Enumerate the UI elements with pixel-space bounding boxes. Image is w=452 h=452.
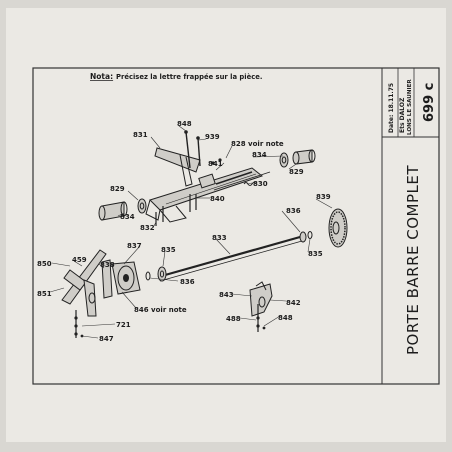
washer-835-mid-shape (157, 266, 167, 282)
leader-lines (49, 125, 333, 339)
screws-832-shape (155, 206, 164, 226)
label-721: 721 (116, 321, 131, 329)
axle-833-shape (157, 235, 303, 282)
gearbox-837-shape (111, 261, 141, 295)
label-488: 488 (226, 315, 241, 323)
label-834-left: 834 (120, 213, 135, 221)
washer-836-right-shape (299, 231, 307, 243)
note-label: Nota: (90, 72, 113, 81)
label-846: 846 voir note (134, 306, 187, 314)
label-833: 833 (212, 234, 227, 242)
label-843: 843 (219, 291, 234, 299)
title-date: Date: 18.11.75 (388, 83, 395, 133)
rod-841-shape (213, 171, 271, 191)
label-848-bottom: 848 (278, 314, 293, 322)
label-848-top: 848 (177, 120, 192, 128)
label-839: 839 (316, 193, 331, 201)
bracket-843-842-shape (249, 281, 273, 332)
label-832: 832 (140, 224, 155, 232)
label-834-top: 834 (252, 151, 267, 159)
washer-835-mid-hole (159, 270, 165, 278)
label-847: 847 (99, 335, 114, 343)
label-850: 850 (37, 260, 52, 268)
label-838: 838 (100, 261, 115, 269)
title-city: LONS LE SAUNIER (407, 79, 413, 135)
spring-830-shape (243, 182, 257, 186)
drawing-frame (32, 67, 440, 385)
hub-829-right-shape (292, 149, 316, 165)
label-837: 837 (127, 242, 142, 250)
label-830: 830 (253, 180, 268, 188)
plate-838-shape (101, 259, 113, 299)
label-459: 459 (72, 256, 87, 264)
note-text: Précisez la lettre frappée sur la pièce. (116, 73, 262, 81)
bearing-834-top-shape (279, 152, 289, 168)
label-851: 851 (37, 290, 52, 298)
washer-836-mid-shape (145, 271, 151, 281)
gear-839-shape (328, 208, 348, 248)
label-835-mid: 835 (161, 246, 176, 254)
label-939: 939 (205, 133, 220, 141)
pins-840-shape (189, 194, 197, 212)
paper-sheet (6, 8, 446, 442)
label-829-right: 829 (289, 168, 304, 176)
label-831: 831 (133, 131, 148, 139)
pins-848-939-shape (184, 130, 222, 169)
bracket-831-shape (154, 147, 201, 187)
label-835-right: 835 (308, 250, 323, 258)
label-829-left: 829 (110, 185, 125, 193)
title-company: Ets DALOZ (399, 97, 406, 133)
washer-835-right-shape (307, 231, 313, 239)
label-840: 840 (210, 195, 225, 203)
label-828: 828 voir note (231, 140, 284, 148)
drawing-title: PORTE BARRE COMPLET (404, 165, 422, 355)
bearing-834-left-shape (137, 198, 147, 214)
label-841: 841 (208, 160, 223, 168)
label-842: 842 (286, 299, 301, 307)
arm-850-851-shape (61, 249, 107, 317)
plate-number: 699 c (422, 83, 437, 122)
bolt-chain-721-847-shape (74, 310, 84, 338)
label-836-right: 836 (286, 207, 301, 215)
label-836-mid: 836 (180, 278, 195, 286)
